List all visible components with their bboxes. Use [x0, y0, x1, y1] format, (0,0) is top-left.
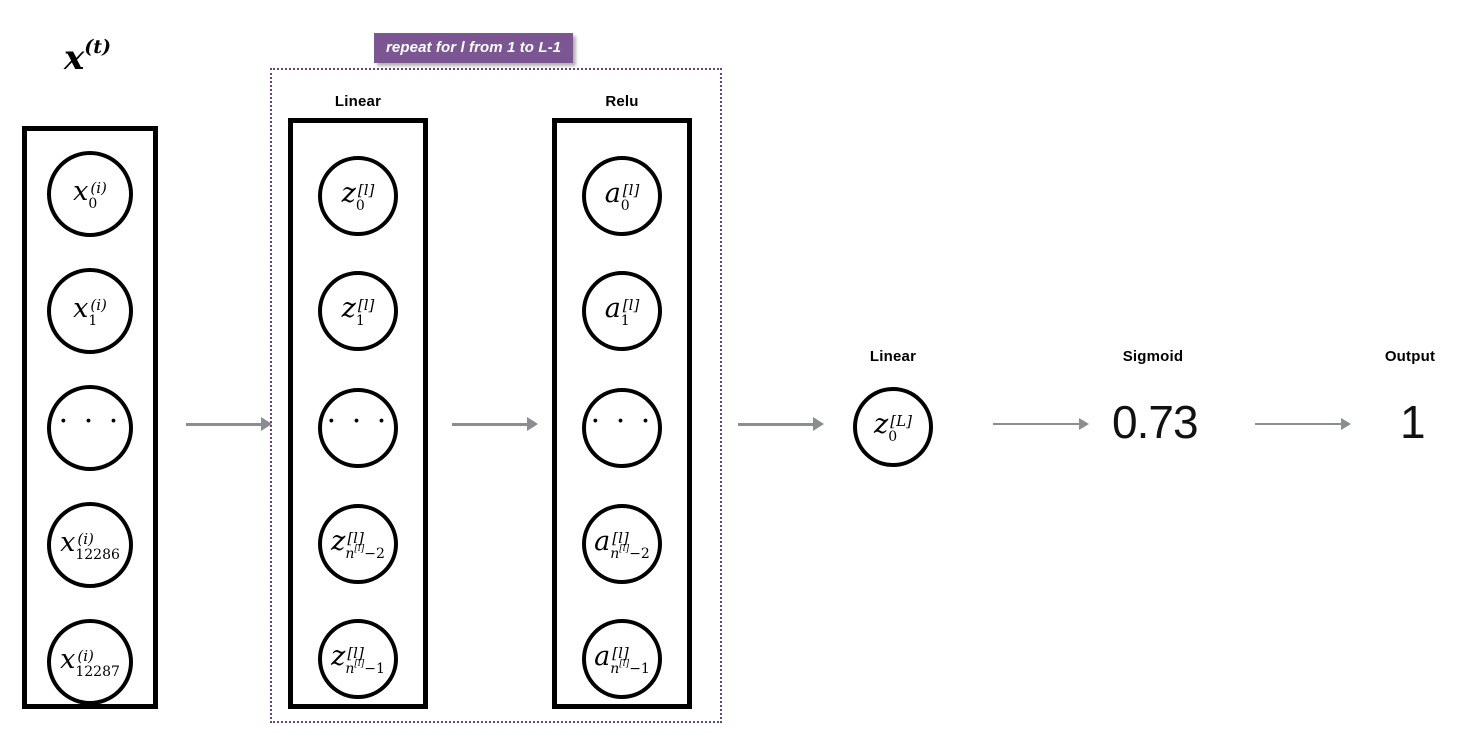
- linear-node-ellipsis: · · ·: [318, 388, 398, 468]
- linear-node-n-minus-2: z[l]n[l]−2: [318, 504, 398, 584]
- arrow-shaft: [186, 422, 261, 426]
- linear-node-0-label: z[l]0: [341, 177, 375, 215]
- output-linear-node-label: z[L]0: [874, 408, 912, 446]
- arrow-head: [261, 417, 272, 431]
- linear-layer-header: Linear: [334, 93, 382, 110]
- arrow-linear-to-relu: [452, 414, 538, 434]
- relu-node-n-minus-2: a[l]n[l]−2: [582, 504, 662, 584]
- sigmoid-value: 0.73: [1112, 396, 1199, 448]
- input-node-12286: x(i)12286: [47, 502, 133, 588]
- linear-node-1-label: z[l]1: [341, 292, 375, 330]
- linear-node-n-minus-1-label: z[l]n[l]−1: [331, 640, 385, 678]
- input-node-1-label: x(i)1: [73, 292, 107, 330]
- input-title-superscript: (t): [84, 35, 112, 58]
- relu-node-0-label: a[l]0: [604, 177, 640, 215]
- linear-node-0: z[l]0: [318, 156, 398, 236]
- relu-node-0: a[l]0: [582, 156, 662, 236]
- linear-node-n-minus-2-label: z[l]n[l]−2: [331, 525, 385, 563]
- arrow-input-to-linear: [186, 414, 272, 434]
- relu-node-1: a[l]1: [582, 271, 662, 351]
- input-node-1: x(i)1: [47, 268, 133, 354]
- arrow-relu-to-output-linear: [738, 414, 824, 434]
- sigmoid-header: Sigmoid: [1122, 348, 1184, 365]
- arrow-shaft: [993, 423, 1079, 425]
- arrow-shaft: [452, 422, 527, 426]
- input-node-12286-label: x(i)12286: [60, 526, 120, 564]
- arrow-sigmoid-to-output: [1255, 414, 1351, 434]
- output-linear-header: Linear: [869, 348, 917, 365]
- arrow-shaft: [738, 422, 813, 426]
- arrow-head: [1079, 418, 1089, 430]
- arrow-head: [527, 417, 538, 431]
- relu-node-n-minus-1-label: a[l]n[l]−1: [594, 640, 650, 678]
- relu-node-n-minus-1: a[l]n[l]−1: [582, 619, 662, 699]
- relu-node-n-minus-2-label: a[l]n[l]−2: [594, 525, 650, 563]
- linear-node-n-minus-1: z[l]n[l]−1: [318, 619, 398, 699]
- relu-node-ellipsis: · · ·: [582, 388, 662, 468]
- linear-node-1: z[l]1: [318, 271, 398, 351]
- output-value: 1: [1400, 396, 1426, 448]
- input-node-12287-label: x(i)12287: [60, 643, 120, 681]
- arrow-shaft: [1255, 423, 1341, 425]
- arrow-head: [1341, 418, 1351, 430]
- input-node-0: x(i)0: [47, 151, 133, 237]
- arrow-head: [813, 417, 824, 431]
- output-header: Output: [1384, 348, 1436, 365]
- relu-layer-header: Relu: [605, 93, 639, 110]
- ellipsis-glyph: · · ·: [58, 404, 122, 439]
- repeat-region-outline: [270, 68, 722, 723]
- input-node-ellipsis: · · ·: [47, 385, 133, 471]
- input-vector-title: x(t): [64, 35, 112, 78]
- input-title-base: x: [64, 38, 85, 78]
- input-node-12287: x(i)12287: [47, 619, 133, 705]
- ellipsis-glyph: · · ·: [326, 404, 390, 439]
- repeat-banner: repeat for l from 1 to L-1: [374, 33, 574, 63]
- relu-node-1-label: a[l]1: [604, 292, 640, 330]
- ellipsis-glyph: · · ·: [590, 404, 654, 439]
- input-node-0-label: x(i)0: [73, 175, 107, 213]
- arrow-linear-to-sigmoid: [993, 414, 1089, 434]
- output-linear-node: z[L]0: [853, 387, 933, 467]
